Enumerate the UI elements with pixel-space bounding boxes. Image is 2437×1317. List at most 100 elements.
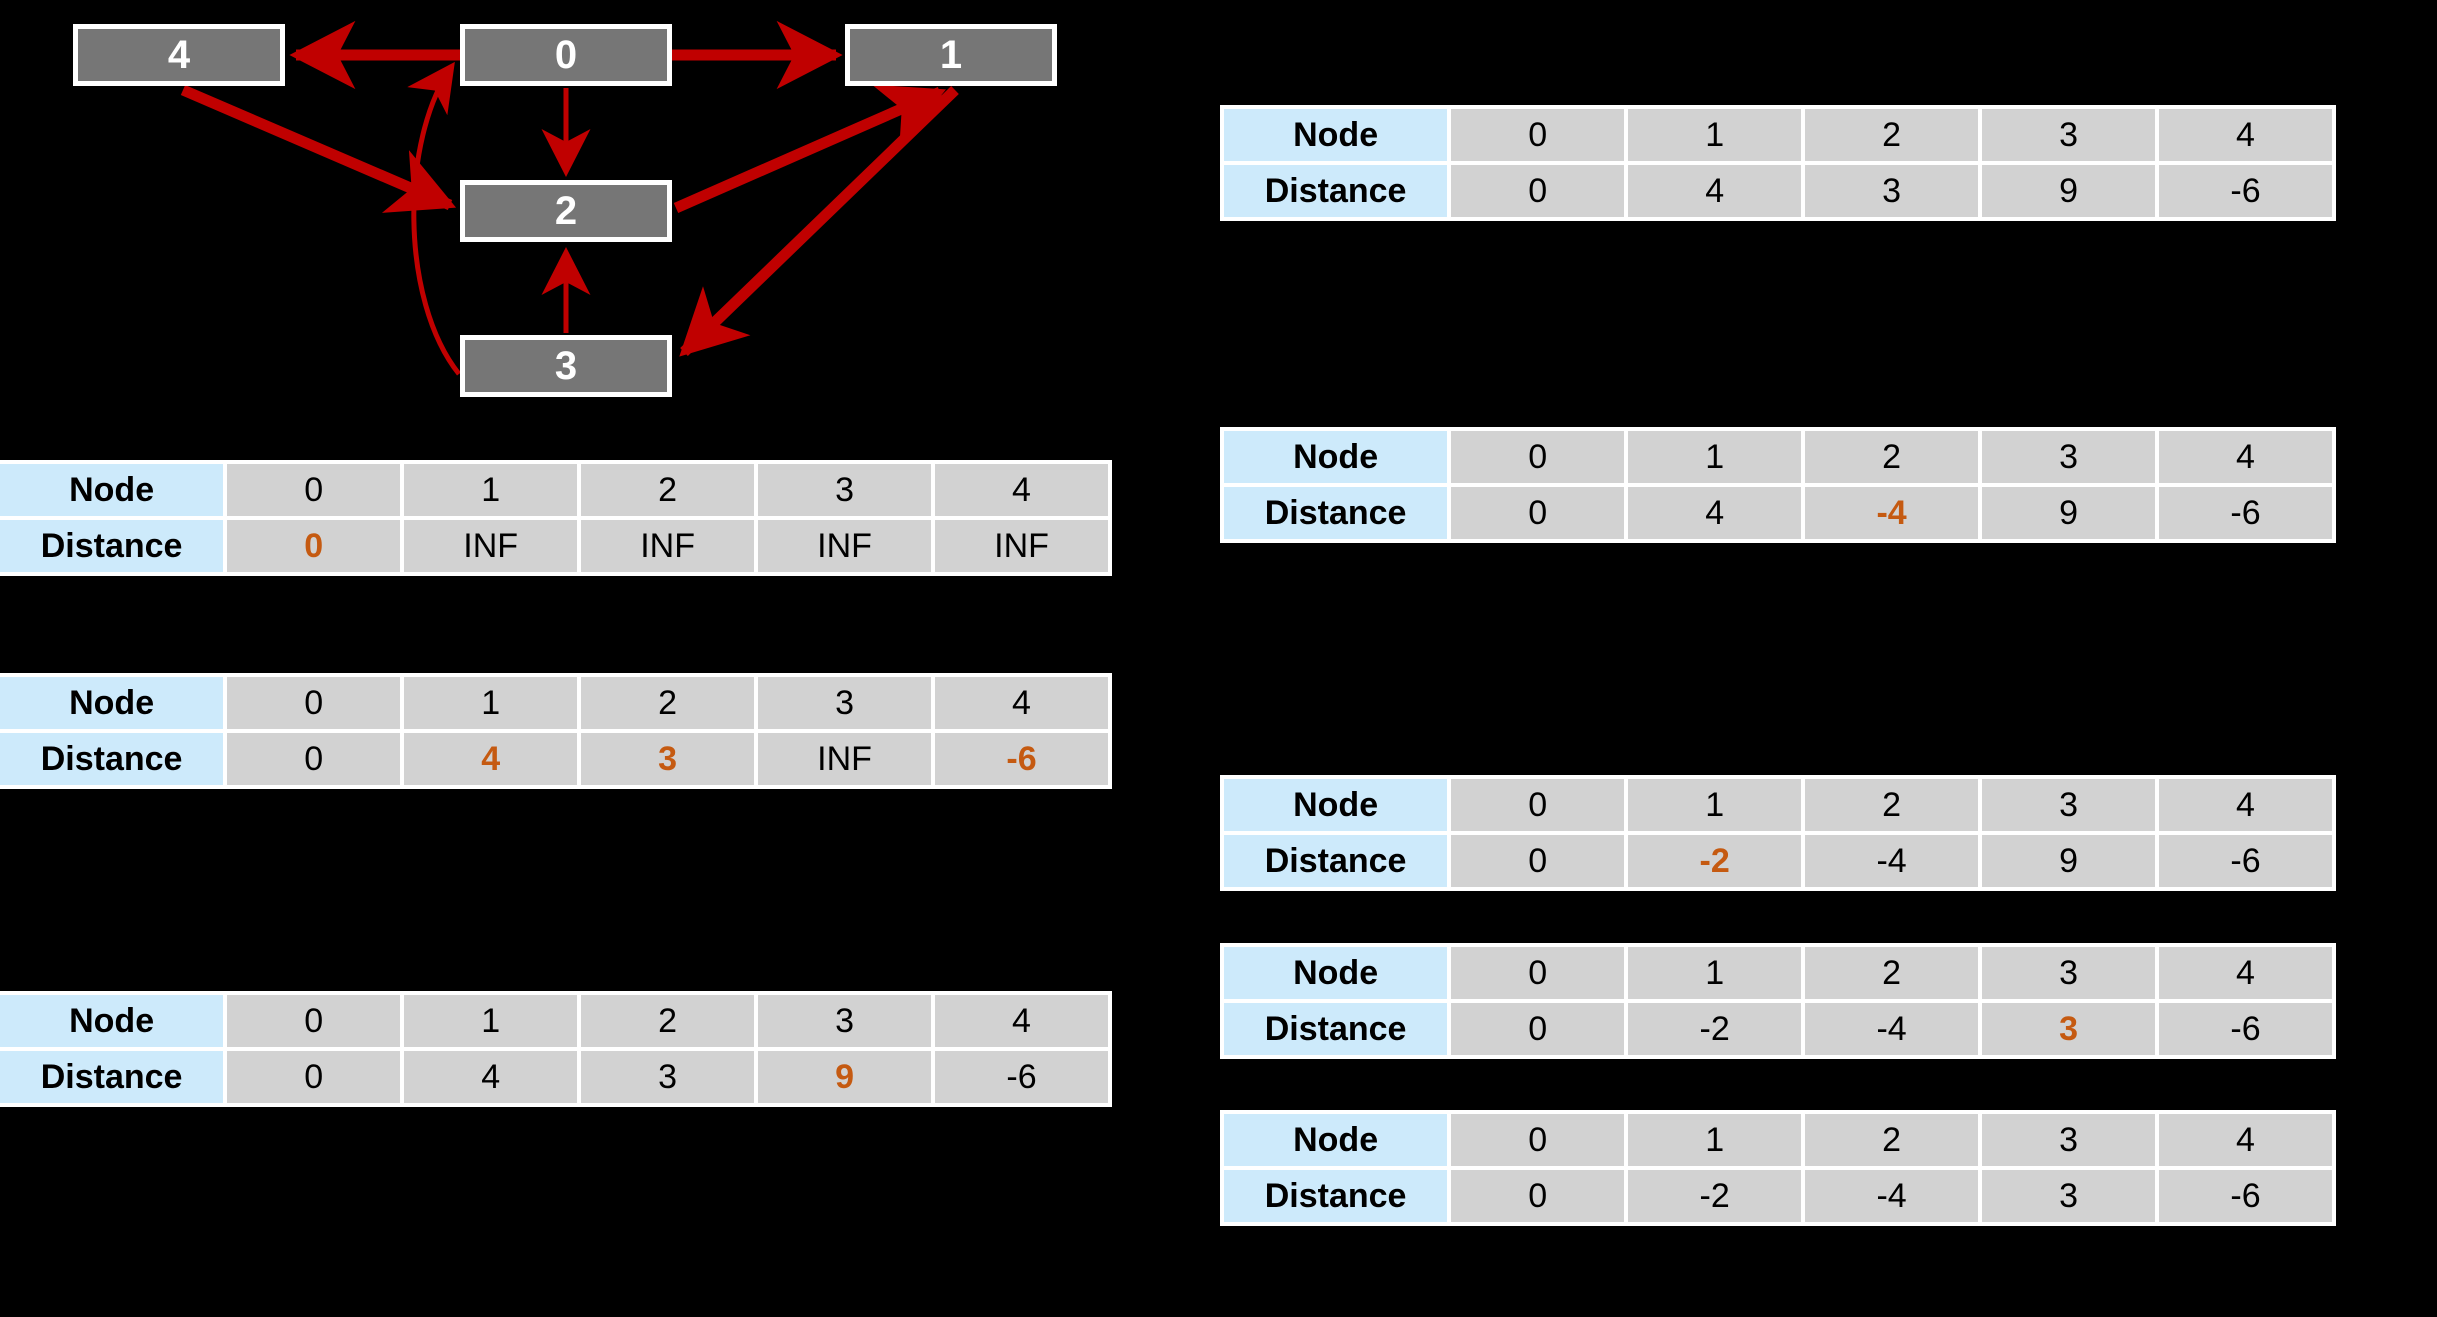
node-id-cell: 4 xyxy=(935,677,1108,729)
row-header-distance: Distance xyxy=(0,1051,224,1103)
node-id-cell: 2 xyxy=(581,677,755,729)
node-id-cell: 4 xyxy=(935,995,1108,1047)
distance-value-cell: 4 xyxy=(1628,487,1802,539)
distance-value-cell: 3 xyxy=(1982,1170,2156,1222)
distance-value-cell: -4 xyxy=(1805,1170,1979,1222)
node-id-cell: 2 xyxy=(1805,779,1979,831)
node-id-cell: 3 xyxy=(1982,109,2156,161)
distance-value-cell: -2 xyxy=(1628,835,1802,887)
graph-diagram: 4 0 1 2 3 xyxy=(0,0,1120,430)
row-header-distance: Distance xyxy=(1224,487,1448,539)
row-header-node: Node xyxy=(0,464,224,516)
row-header-node: Node xyxy=(1224,109,1448,161)
row-header-node: Node xyxy=(0,677,224,729)
distance-value-cell: -4 xyxy=(1805,835,1979,887)
graph-node-0-label: 0 xyxy=(554,32,578,77)
row-header-node: Node xyxy=(0,995,224,1047)
distance-value-cell: -6 xyxy=(2159,1170,2332,1222)
row-header-distance: Distance xyxy=(1224,165,1448,217)
node-id-cell: 1 xyxy=(1628,947,1802,999)
node-id-cell: 0 xyxy=(1451,431,1625,483)
node-id-cell: 4 xyxy=(2159,779,2332,831)
node-id-cell: 3 xyxy=(758,677,932,729)
distance-value-cell: -6 xyxy=(935,1051,1108,1103)
distance-value-cell: -6 xyxy=(935,733,1108,785)
edge-3-to-0-curved xyxy=(407,61,461,376)
distance-value-cell: 0 xyxy=(1451,1003,1625,1055)
node-id-cell: 3 xyxy=(758,995,932,1047)
graph-node-3[interactable]: 3 xyxy=(460,335,672,397)
graph-node-2[interactable]: 2 xyxy=(460,180,672,242)
node-id-cell: 0 xyxy=(1451,779,1625,831)
graph-node-3-label: 3 xyxy=(554,343,578,388)
row-header-node: Node xyxy=(1224,779,1448,831)
graph-node-4-label: 4 xyxy=(167,32,191,77)
distance-value-cell: 0 xyxy=(227,520,401,572)
distance-value-cell: 9 xyxy=(1982,165,2156,217)
distance-value-cell: -4 xyxy=(1805,1003,1979,1055)
node-id-cell: 2 xyxy=(1805,431,1979,483)
graph-node-1[interactable]: 1 xyxy=(845,24,1057,86)
node-id-cell: 2 xyxy=(1805,1114,1979,1166)
distance-value-cell: -4 xyxy=(1805,487,1979,539)
node-id-cell: 0 xyxy=(1451,109,1625,161)
edge-2-to-1 xyxy=(673,84,947,214)
distance-value-cell: -2 xyxy=(1628,1170,1802,1222)
distance-value-cell: INF xyxy=(581,520,755,572)
distance-value-cell: INF xyxy=(758,733,932,785)
row-header-node: Node xyxy=(1224,1114,1448,1166)
node-id-cell: 2 xyxy=(581,995,755,1047)
node-id-cell: 3 xyxy=(1982,431,2156,483)
distance-value-cell: -6 xyxy=(2159,1003,2332,1055)
graph-node-0[interactable]: 0 xyxy=(460,24,672,86)
graph-node-4[interactable]: 4 xyxy=(73,24,285,86)
node-id-cell: 3 xyxy=(758,464,932,516)
node-id-cell: 1 xyxy=(1628,109,1802,161)
node-id-cell: 1 xyxy=(404,995,578,1047)
distance-value-cell: 3 xyxy=(581,1051,755,1103)
distance-value-cell: -2 xyxy=(1628,1003,1802,1055)
row-header-distance: Distance xyxy=(1224,1003,1448,1055)
distance-value-cell: 9 xyxy=(758,1051,932,1103)
distance-value-cell: 0 xyxy=(1451,835,1625,887)
node-id-cell: 1 xyxy=(1628,779,1802,831)
node-id-cell: 4 xyxy=(2159,431,2332,483)
distance-value-cell: INF xyxy=(935,520,1108,572)
node-id-cell: 0 xyxy=(227,995,401,1047)
distance-value-cell: 0 xyxy=(1451,487,1625,539)
row-header-node: Node xyxy=(1224,431,1448,483)
distance-value-cell: -6 xyxy=(2159,487,2332,539)
row-header-node: Node xyxy=(1224,947,1448,999)
node-id-cell: 2 xyxy=(1805,947,1979,999)
distance-value-cell: 0 xyxy=(1451,1170,1625,1222)
node-id-cell: 2 xyxy=(1805,109,1979,161)
row-header-distance: Distance xyxy=(0,520,224,572)
edge-4-to-2 xyxy=(180,84,457,213)
node-id-cell: 1 xyxy=(404,464,578,516)
graph-node-2-label: 2 xyxy=(554,188,578,233)
distance-value-cell: -6 xyxy=(2159,165,2332,217)
row-header-distance: Distance xyxy=(1224,1170,1448,1222)
distance-value-cell: 9 xyxy=(1982,487,2156,539)
graph-node-1-label: 1 xyxy=(939,32,963,77)
